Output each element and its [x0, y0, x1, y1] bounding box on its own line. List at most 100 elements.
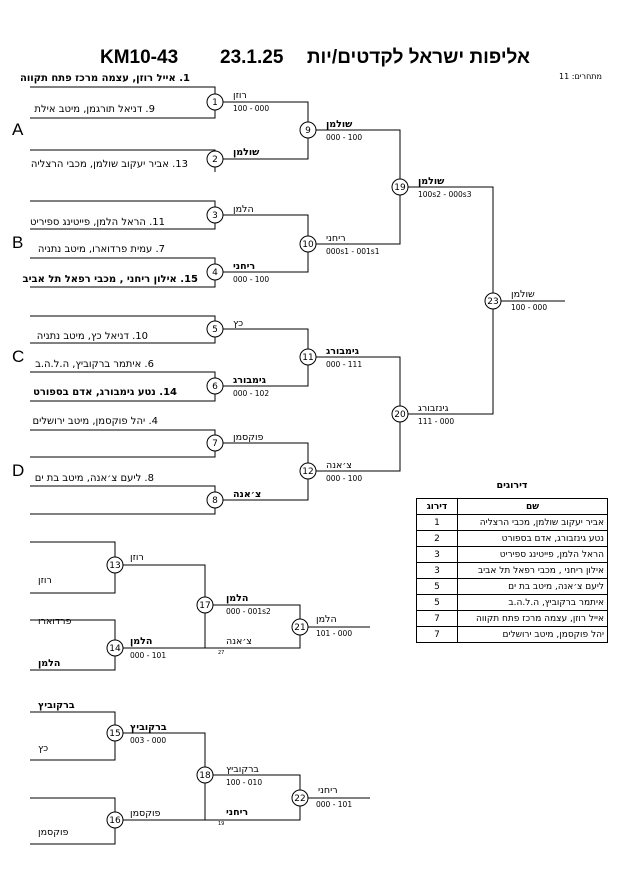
col-name: שם [457, 498, 608, 515]
final-winner: שולמן [511, 289, 535, 300]
rank-value: 5 [416, 594, 458, 611]
match-number: 15 [109, 729, 120, 739]
match-winner: כץ [233, 318, 244, 329]
match-winner: גימבורג [233, 375, 266, 386]
match-winner: שולמן [326, 119, 353, 130]
match-winner: פוקסמן [233, 432, 264, 443]
match-score: 100 - 000 [233, 104, 270, 113]
entrant-name: 13. אביר יעקוב שולמן, מכבי הרצליה [30, 159, 188, 170]
rank-name: יהל פוקסמן, מיטב ירושלים [457, 626, 608, 643]
match-number: 5 [212, 325, 218, 335]
match-number: 12 [302, 467, 313, 477]
match-winner: ברקוביץ [130, 722, 167, 733]
match-number: 20 [394, 410, 406, 420]
match-number: 9 [305, 126, 311, 136]
match-number: 19 [394, 183, 406, 193]
match-score: 003 - 000 [130, 736, 167, 745]
entrant-name: 10. דניאל כץ, מיטב נתניה [36, 331, 148, 342]
match-winner: ריחני [326, 233, 346, 244]
match-number: 16 [109, 816, 121, 826]
rank-name: נטע גינזבורג, אדם בספורט [457, 530, 608, 547]
match-winner: ריחני [233, 261, 256, 272]
section-letter-d: D [12, 461, 25, 480]
match-score: 100s2 - 000s3 [418, 190, 472, 199]
repechage-entrant: כץ [38, 743, 49, 754]
section-letter-c: C [12, 347, 25, 366]
rank-value: 7 [416, 626, 458, 643]
match-winner: גינזבורג [418, 403, 449, 414]
match-number: 2 [212, 155, 218, 165]
match-number: 14 [109, 644, 121, 654]
match-winner: צ׳אנה [326, 460, 352, 471]
match-score: 000 - 101 [316, 800, 353, 809]
entrant-name: 8. ליעם צ׳אנה, מיטב בת ים [34, 473, 154, 484]
match-number: 1 [212, 98, 218, 108]
repechage-opponent: ריחני [226, 807, 249, 818]
match-winner: שולמן [418, 176, 445, 187]
match-number: 22 [294, 794, 305, 804]
entrant-name: 1. אייל רוזן, עצמה מרכז פתח תקווה [20, 73, 190, 84]
match-score: 000 - 101 [130, 651, 167, 660]
match-winner: הלמן [130, 636, 153, 647]
repechage-entrant: ברקוביץ [38, 700, 75, 711]
match-winner: גימבורג [326, 346, 359, 357]
match-number: 6 [212, 382, 218, 392]
participants-count: מתחרים: 11 [559, 72, 602, 81]
match-score: 111 - 000 [418, 417, 455, 426]
rank-name: הראל הלמן, פייטינג ספיריט [457, 546, 608, 563]
rank-value: 5 [416, 578, 458, 595]
rank-name: ליעם צ׳אנה, מיטב בת ים [457, 578, 608, 595]
match-winner: ריחני [318, 785, 338, 796]
section-letter-a: A [12, 120, 24, 139]
match-number: 8 [212, 496, 218, 506]
col-rank: דירוג [416, 498, 458, 515]
match-number: 17 [199, 601, 210, 611]
entrant-name: 4. יהל פוקסמן, מיטב ירושלים [32, 416, 158, 427]
table-header-row: שם דירוג [416, 498, 608, 515]
repechage-entrant: רוזן [38, 575, 52, 586]
match-number: 4 [212, 268, 218, 278]
entrant-name: 15. אילון ריחני , מכבי רפאל תל אביב [22, 274, 198, 285]
match-winner: הלמן [226, 593, 249, 604]
entrant-name: 7. עמית פרדוארו, מיטב נתניה [37, 244, 165, 255]
event-code: KM10-43 [100, 47, 179, 68]
match-score: 000 - 100 [233, 275, 270, 284]
rank-value: 3 [416, 546, 458, 563]
match-winner: ברקוביץ [226, 764, 259, 775]
rank-name: אייל רוזן, עצמה מרכז פתח תקווה [457, 610, 608, 627]
match-number: 10 [302, 240, 314, 250]
repechage-entrant: פרדוארו [38, 616, 72, 627]
match-score: 000 - 102 [233, 389, 270, 398]
match-winner: רוזן [130, 552, 144, 563]
rank-value: 3 [416, 562, 458, 579]
rank-name: אביר יעקוב שולמן, מכבי הרצליה [457, 514, 608, 531]
match-winner: צ׳אנה [233, 489, 262, 500]
rank-value: 7 [416, 610, 458, 627]
match-circles [106, 93, 502, 829]
repechage-opponent: צ׳אנה [226, 636, 252, 647]
match-number: 11 [302, 353, 313, 363]
small-note: 27 [218, 650, 225, 656]
event-date: 23.1.25 [220, 47, 284, 68]
match-score: 100 - 010 [226, 778, 263, 787]
rank-name: אילון ריחני , מכבי רפאל תל אביב [457, 562, 608, 579]
repechage-entrant: פוקסמן [38, 827, 69, 838]
match-winner: רוזן [233, 90, 247, 101]
match-winner: פוקסמן [130, 808, 161, 819]
match-winner: הלמן [233, 204, 254, 215]
small-note: 19 [218, 821, 225, 827]
match-number: 18 [199, 771, 211, 781]
match-number: 23 [487, 297, 498, 307]
match-number: 21 [294, 623, 305, 633]
match-score: 101 - 000 [316, 629, 353, 638]
match-number: 13 [109, 561, 120, 571]
match-number: 7 [212, 439, 218, 449]
